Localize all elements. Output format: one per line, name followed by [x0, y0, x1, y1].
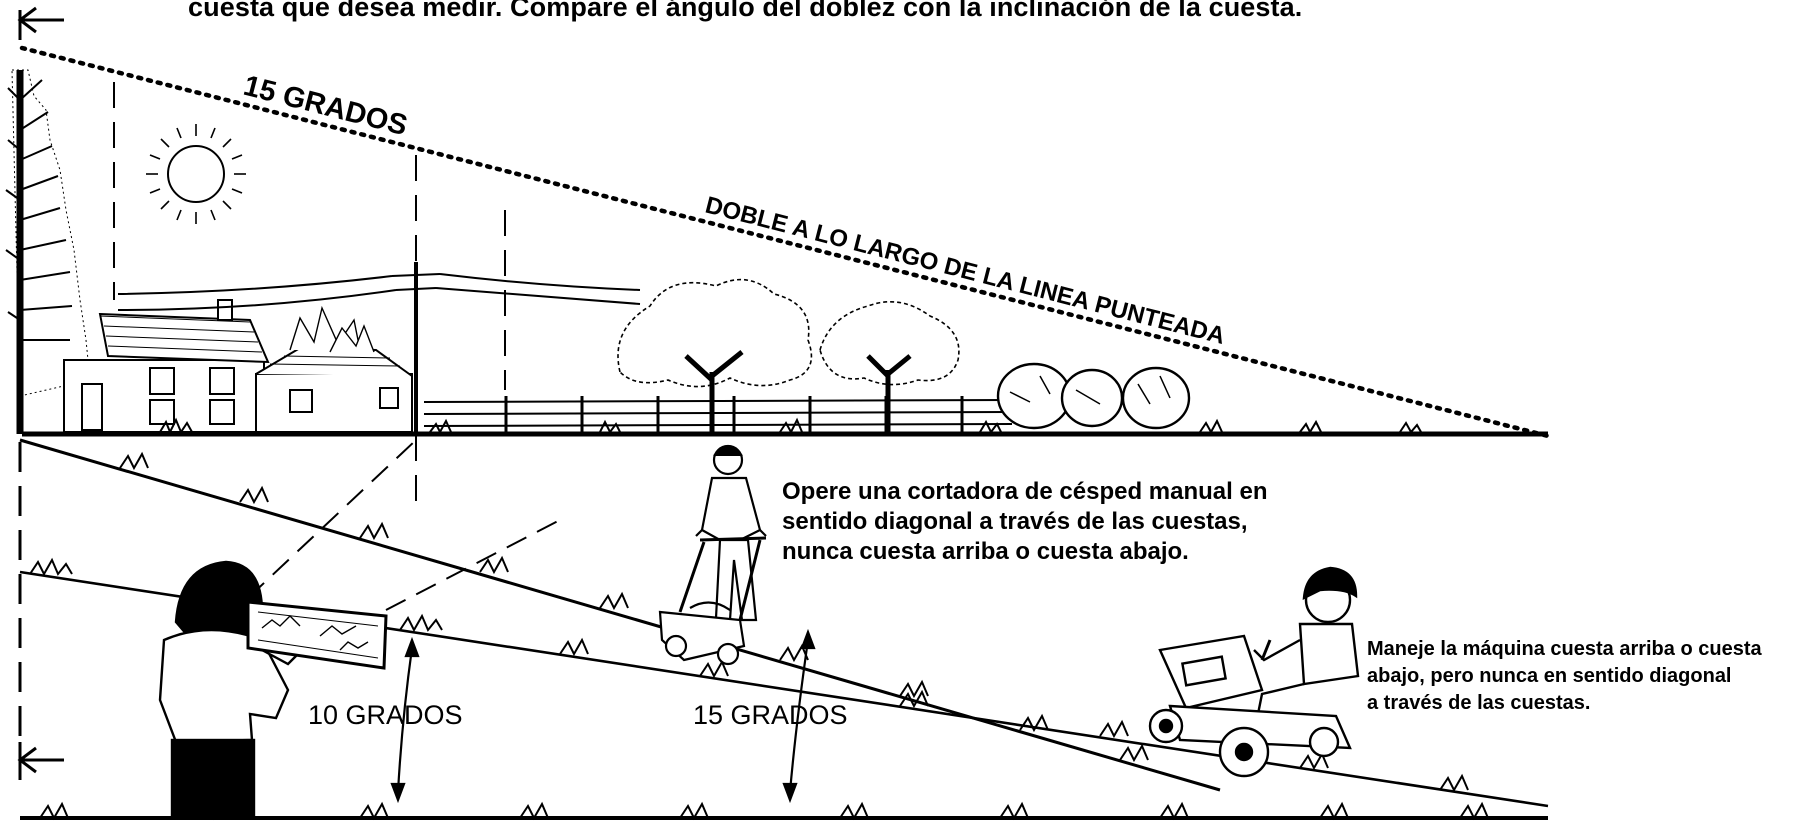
sun-icon [146, 124, 246, 224]
push-mower-note-line: Opere una cortadora de césped manual en [782, 478, 1268, 505]
push-mower-note-line: sentido diagonal a través de las cuestas… [782, 508, 1248, 535]
tree-icon [289, 305, 375, 353]
slope-10-label: 10 GRADOS [308, 700, 463, 730]
house-icon [63, 299, 413, 433]
dashed-guides [113, 82, 506, 510]
person-icon [158, 560, 388, 820]
header-instruction: cuesta que desea medir. Compare el ángul… [188, 0, 1303, 22]
push-mower-icon [658, 444, 767, 666]
push-mower-note-line: nunca cuesta arriba o cuesta abajo. [782, 538, 1189, 565]
riding-mower-note-line: abajo, pero nunca en sentido diagonal [1367, 665, 1732, 687]
slope-15-degrees [19, 438, 1221, 792]
riding-mower-note-line: Maneje la máquina cuesta arriba o cuesta [1367, 638, 1762, 660]
riding-mower-icon [1148, 566, 1360, 778]
slope-15-label: 15 GRADOS [693, 700, 848, 730]
grass-baseline [159, 417, 1422, 435]
sight-lines [247, 439, 561, 611]
push-mower-note: Opere una cortadora de césped manual en … [782, 477, 1267, 567]
arrow-left-icon [17, 742, 64, 778]
fold-angle-label: 15 GRADOS [240, 70, 410, 142]
arrow-left-icon [17, 6, 64, 34]
riding-mower-note-line: a través de las cuestas. [1367, 692, 1591, 714]
tree-icon [617, 278, 960, 432]
bush-icon [996, 362, 1191, 430]
angle-arrows [390, 628, 816, 804]
fold-dotted-line [19, 45, 1551, 439]
utility-pole [117, 262, 641, 432]
riding-mower-note: Maneje la máquina cuesta arriba o cuesta… [1367, 636, 1762, 717]
fence-icon [423, 396, 1013, 432]
